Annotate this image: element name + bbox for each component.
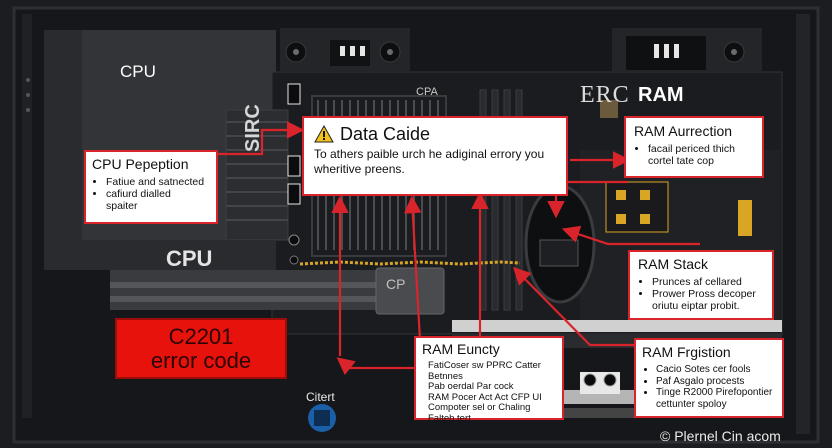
list-item: Paf Asgalo procests — [656, 376, 776, 388]
erc-logo: ERC — [580, 82, 630, 108]
cpa-label: CPA — [416, 86, 438, 98]
callout-ram-euncty: RAM Euncty FatiCoser sw PPRC Catter Betn… — [414, 336, 564, 423]
list-item: Pab oerdal Par cock — [428, 381, 514, 392]
list-item: cettunter spoloy — [656, 398, 727, 410]
list-item: Falteh tert — [428, 412, 471, 424]
callout-cpu-pepeption: CPU Pepeption Fatiue and satnected cafiu… — [84, 150, 218, 224]
callout-ram-stack: RAM Stack Prunces af cellared Prower Pro… — [628, 250, 774, 320]
callout-title: RAM Stack — [638, 256, 709, 272]
warning-icon — [314, 125, 334, 143]
ram-brand-label: RAM — [638, 84, 684, 106]
error-code-text: error code — [150, 348, 252, 373]
list-item: Compoter sel or Chaling — [428, 402, 531, 413]
list-item: Betnnes — [428, 370, 463, 382]
list-item: RAM Pocer Act Act CFP UI — [428, 391, 542, 403]
list-item: FatiCoser sw PPRC Catter — [428, 360, 541, 371]
callout-title: Data Caide — [340, 124, 431, 144]
error-code-box: C2201 error code — [115, 318, 287, 379]
list-item: cortel tate cop — [648, 155, 714, 167]
cpu-label-top: CPU — [120, 62, 156, 81]
citert-label: Citert — [306, 390, 335, 404]
callout-data-caide: Data Caide To athers paible urch he adig… — [302, 116, 568, 196]
callout-body: To athers paible urch he adiginal errory… — [314, 147, 545, 176]
footer-credit: © Plernel Cin acom — [660, 428, 781, 444]
callout-title: RAM Aurrection — [634, 123, 733, 139]
list-item: spaiter — [106, 200, 138, 212]
list-item: Tinge R2000 Pirefopontier — [656, 387, 776, 399]
list-item: cafiurd dialled — [106, 188, 210, 200]
error-code-number: C2201 — [168, 324, 234, 349]
callout-title: RAM Euncty — [422, 341, 500, 357]
list-item: Fatiue and satnected — [106, 176, 210, 188]
list-item: Prunces af cellared — [652, 276, 764, 288]
list-item: facail periced thich — [648, 143, 754, 155]
list-item: Cacio Sotes cer fools — [656, 364, 776, 376]
cpu-label-big: CPU — [166, 246, 213, 271]
list-item: oriutu eiptar probit. — [652, 300, 740, 312]
callout-ram-frgistion: RAM Frgistion Cacio Sotes cer fools Paf … — [634, 338, 784, 418]
callout-ram-aurrection: RAM Aurrection facail periced thich cort… — [624, 116, 764, 178]
cp-label: CP — [386, 276, 406, 292]
list-item: Prower Pross decoper — [652, 288, 764, 300]
callout-title: RAM Frgistion — [642, 344, 731, 360]
sirc-label: SIRC — [242, 104, 264, 152]
callout-title: CPU Pepeption — [92, 156, 189, 172]
